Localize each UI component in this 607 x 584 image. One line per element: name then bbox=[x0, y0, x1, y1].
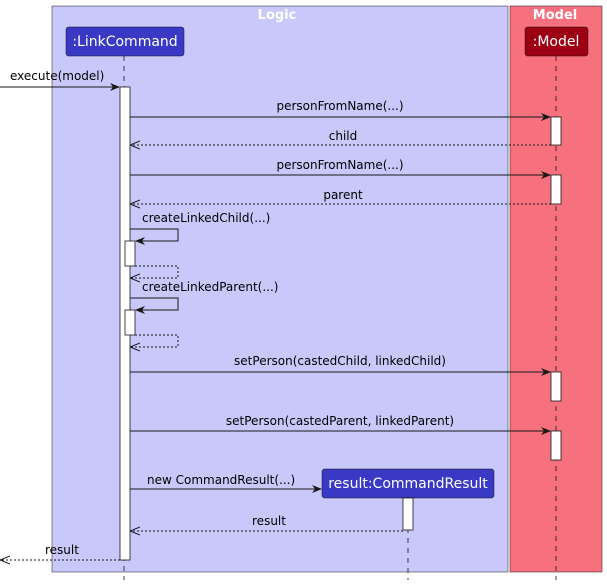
create-linked-parent-return-arrow bbox=[131, 334, 179, 347]
link-command-activation-parent bbox=[124, 309, 136, 336]
link-command-label: :LinkCommand bbox=[72, 34, 177, 50]
create-linked-child-arrow bbox=[130, 228, 179, 245]
command-result-activation bbox=[402, 497, 414, 531]
command-result-label: result:CommandResult bbox=[328, 476, 488, 492]
model-activation-1 bbox=[550, 116, 562, 146]
create-linked-parent-arrow bbox=[130, 297, 179, 314]
child-return-label: child bbox=[329, 129, 358, 143]
result-return-label: result bbox=[252, 514, 286, 528]
final-result-label: result bbox=[45, 543, 79, 557]
create-linked-parent-label: createLinkedParent(...) bbox=[142, 280, 278, 294]
model-activation-3 bbox=[550, 371, 562, 402]
model-label: :Model bbox=[533, 34, 580, 50]
create-linked-child-label: createLinkedChild(...) bbox=[142, 211, 270, 225]
set-person-parent-label: setPerson(castedParent, linkedParent) bbox=[226, 414, 454, 428]
model-participant bbox=[524, 26, 589, 57]
link-command-activation-child bbox=[124, 240, 136, 267]
person-from-name-parent-label: personFromName(...) bbox=[276, 158, 403, 172]
create-linked-child-return-arrow bbox=[131, 265, 179, 278]
model-box-title: Model bbox=[533, 8, 577, 23]
person-from-name-child-label: personFromName(...) bbox=[276, 99, 403, 113]
model-activation-4 bbox=[550, 430, 562, 461]
new-command-result-label: new CommandResult(...) bbox=[147, 473, 295, 487]
set-person-child-label: setPerson(castedChild, linkedChild) bbox=[234, 354, 446, 368]
logic-box-title: Logic bbox=[258, 8, 297, 23]
link-command-participant bbox=[65, 26, 185, 57]
execute-label: execute(model) bbox=[10, 69, 104, 83]
model-activation-2 bbox=[550, 174, 562, 205]
parent-return-label: parent bbox=[323, 188, 363, 202]
